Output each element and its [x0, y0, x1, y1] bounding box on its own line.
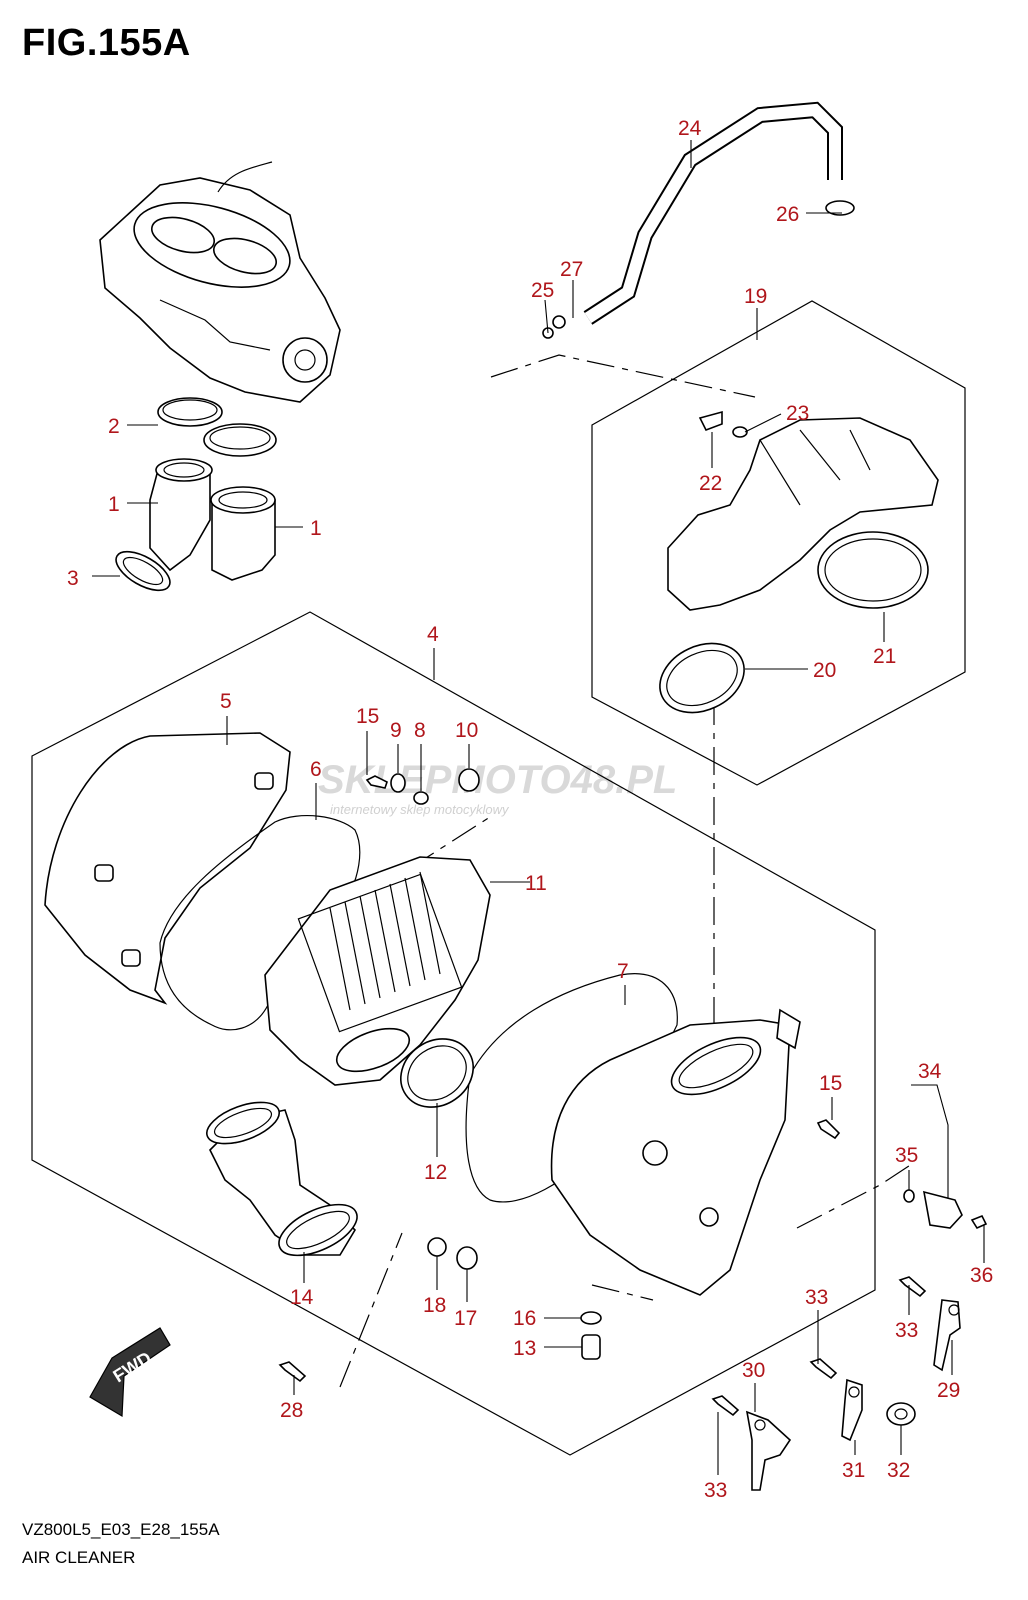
callout-9: 9 [390, 719, 402, 742]
callout-33-bottom: 33 [704, 1479, 727, 1502]
callout-8: 8 [414, 719, 426, 742]
throttle-body [99, 161, 341, 403]
callout-32: 32 [887, 1459, 910, 1482]
clamp-2-pair [157, 397, 277, 457]
intake-duct [659, 410, 939, 714]
small-hardware [278, 768, 988, 1491]
watermark-tagline: internetowy sklep motocyklowy [330, 802, 510, 817]
callout-26: 26 [776, 203, 799, 226]
air-cleaner-assembly-frame [31, 611, 876, 1456]
callout-18: 18 [423, 1294, 446, 1317]
intake-boot [206, 1101, 358, 1257]
breather-hose [542, 101, 855, 339]
callout-5: 5 [220, 690, 232, 713]
callout-27: 27 [560, 258, 583, 281]
callout-7: 7 [617, 960, 629, 983]
callout-19: 19 [744, 285, 767, 308]
callout-4: 4 [427, 623, 439, 646]
callout-1-right: 1 [310, 517, 322, 540]
callout-24: 24 [678, 117, 702, 140]
callout-17: 17 [454, 1307, 477, 1330]
callout-20: 20 [813, 659, 836, 682]
callout-11: 11 [525, 872, 547, 895]
leader-lines [92, 140, 985, 1475]
reference-line-drain [591, 1284, 654, 1301]
air-cleaner-element [264, 856, 491, 1086]
callout-21: 21 [873, 645, 896, 668]
figure-code: VZ800L5_E03_E28_155A [22, 1520, 220, 1539]
reference-line-bolt [339, 1232, 403, 1388]
callout-10: 10 [455, 719, 478, 742]
callout-1-left: 1 [108, 493, 120, 516]
callout-31: 31 [842, 1459, 865, 1482]
callout-16: 16 [513, 1307, 536, 1330]
air-cleaner-cover [44, 732, 291, 1005]
callout-29: 29 [937, 1379, 960, 1402]
intake-pipes [115, 458, 276, 592]
callout-3: 3 [67, 567, 79, 590]
callout-15-right: 15 [819, 1072, 842, 1095]
callout-6: 6 [310, 758, 322, 781]
forward-arrow-icon: FWD [89, 1327, 171, 1418]
callout-36: 36 [970, 1264, 993, 1287]
callout-23: 23 [786, 402, 809, 425]
callout-35: 35 [895, 1144, 918, 1167]
callout-28: 28 [280, 1399, 303, 1422]
callout-14: 14 [290, 1286, 314, 1309]
callout-labels: 24 26 25 27 19 23 22 2 1 1 3 21 20 4 5 1… [67, 117, 993, 1502]
reference-line-sensor [796, 1161, 916, 1229]
callout-33-right: 33 [895, 1319, 918, 1342]
reference-line-hose [490, 354, 756, 398]
figure-name: AIR CLEANER [22, 1548, 136, 1567]
callout-25: 25 [531, 279, 554, 302]
cover-gasket [159, 815, 361, 1031]
figure-title: FIG.155A [22, 22, 191, 64]
air-cleaner-case [550, 1008, 801, 1296]
callout-12: 12 [424, 1161, 447, 1184]
callout-30: 30 [742, 1359, 765, 1382]
intake-duct-group-frame [591, 300, 966, 786]
callout-22: 22 [699, 472, 722, 495]
callout-15-top: 15 [356, 705, 379, 728]
callout-34: 34 [918, 1060, 942, 1083]
callout-2: 2 [108, 415, 120, 438]
callout-13: 13 [513, 1337, 536, 1360]
callout-33-top: 33 [805, 1286, 828, 1309]
